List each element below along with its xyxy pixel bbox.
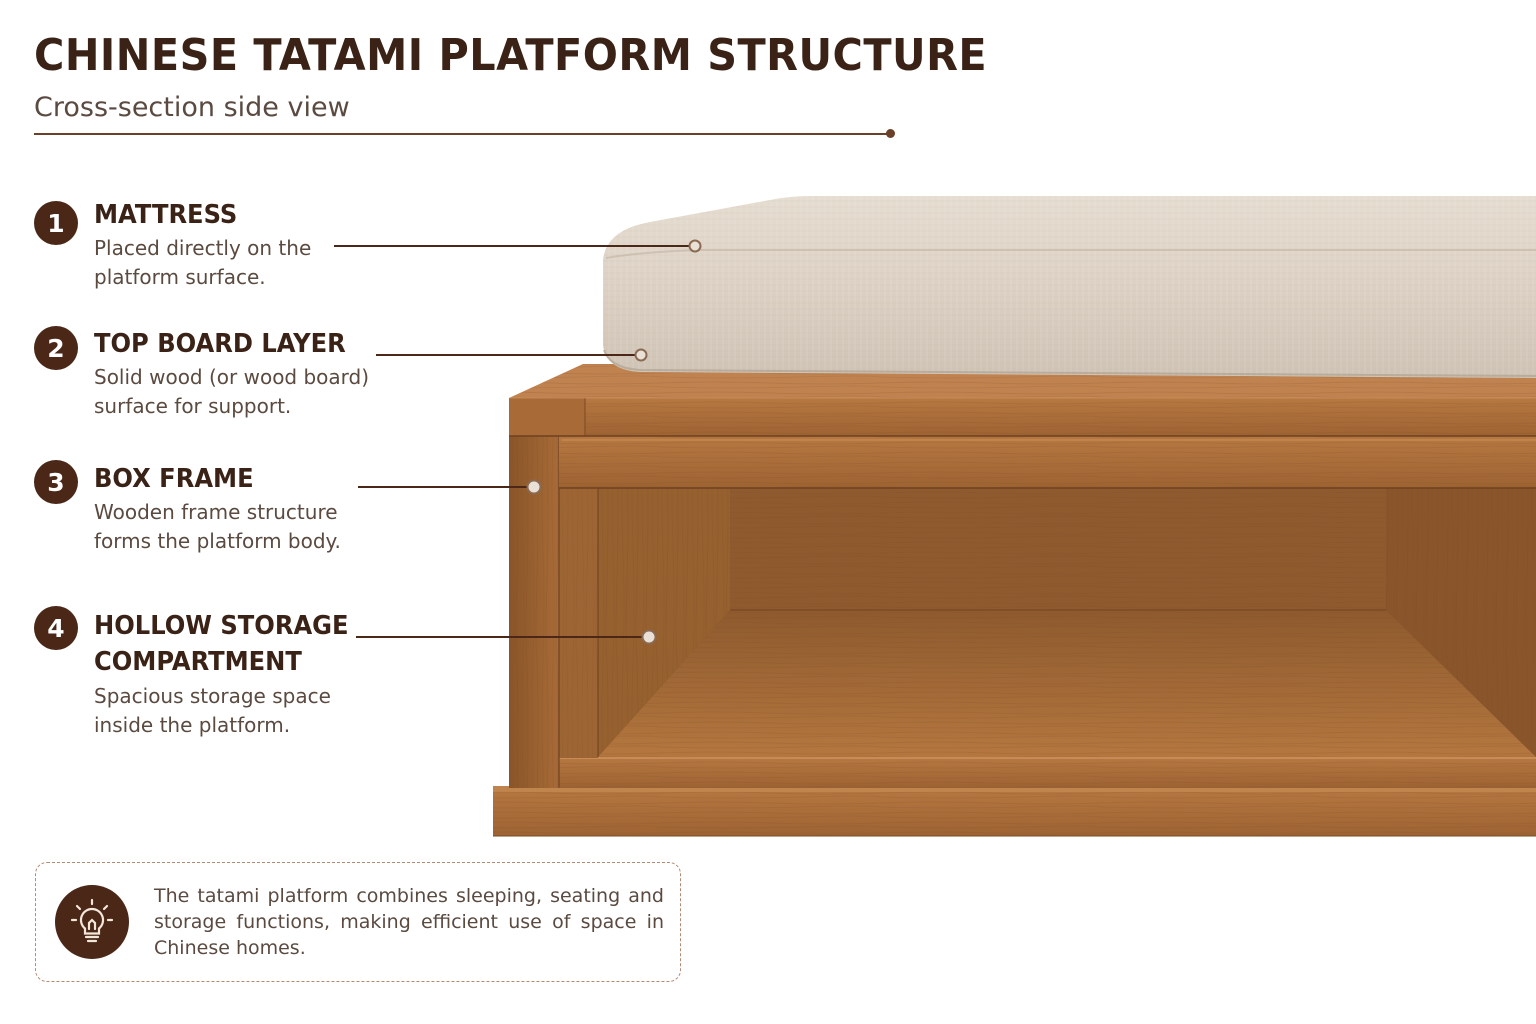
callout-desc-mattress-line1: Placed directly on the <box>94 236 312 260</box>
leader-dot-1 <box>688 239 702 253</box>
leader-dot-3 <box>526 479 542 495</box>
header-divider-dot <box>886 129 895 138</box>
callout-number-2: 2 <box>34 326 78 370</box>
callout-label-top-board: TOP BOARD LAYER <box>94 329 346 359</box>
callout-label-storage-line2: COMPARTMENT <box>94 647 302 677</box>
callout-desc-mattress-line2: platform surface. <box>94 265 266 289</box>
callout-desc-box-frame-line2: forms the platform body. <box>94 529 341 553</box>
page-subtitle: Cross-section side view <box>34 92 350 123</box>
callout-leaders <box>334 245 694 638</box>
callout-desc-box-frame-line1: Wooden frame structure <box>94 500 338 524</box>
callout-desc-storage-line2: inside the platform. <box>94 713 291 737</box>
callout-label-storage: HOLLOW STORAGE <box>94 611 349 641</box>
box-frame <box>509 436 1536 788</box>
header-divider <box>34 133 890 135</box>
lightbulb-icon <box>55 885 129 959</box>
leader-dot-2 <box>634 348 648 362</box>
callout-desc-top-board-line2: surface for support. <box>94 394 292 418</box>
callout-label-box-frame: BOX FRAME <box>94 464 254 494</box>
info-note-text: The tatami platform combines sleeping, s… <box>154 885 664 959</box>
storage-compartment <box>558 488 1536 788</box>
page-title: CHINESE TATAMI PLATFORM STRUCTURE <box>34 30 988 81</box>
mattress <box>603 196 1536 378</box>
callout-number-4: 4 <box>34 606 78 650</box>
callout-number-3: 3 <box>34 460 78 504</box>
callout-desc-storage-line1: Spacious storage space <box>94 684 331 708</box>
callout-label-mattress: MATTRESS <box>94 200 238 230</box>
leader-dot-4 <box>641 629 657 645</box>
info-note: The tatami platform combines sleeping, s… <box>35 862 681 982</box>
base-plinth <box>493 786 1536 837</box>
callout-desc-top-board-line1: Solid wood (or wood board) <box>94 365 370 389</box>
callout-dots <box>526 239 702 645</box>
callout-number-1: 1 <box>34 201 78 245</box>
